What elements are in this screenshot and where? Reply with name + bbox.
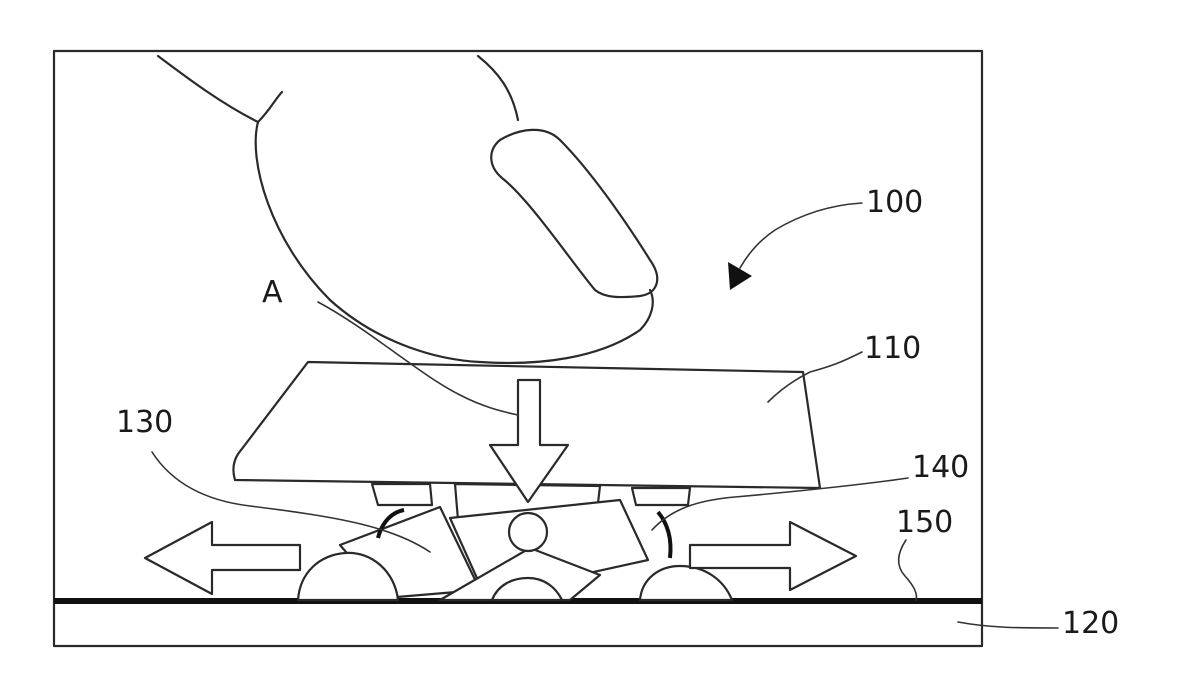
keycap-leader-line [767,351,863,403]
left-movement-arrow [143,520,302,596]
label-a: A [262,275,283,310]
base-leader-line [957,621,1059,629]
label-150: 150 [896,505,953,540]
press-arrow [488,378,570,504]
figure-frame [52,49,984,648]
point-a-leader-line [317,301,519,416]
finger [156,54,659,365]
right-movement-arrow [688,520,858,592]
membrane-leader-line [897,539,918,601]
spring-leader-line [651,477,909,531]
assembly-leader-line [739,202,863,269]
label-110: 110 [864,331,921,366]
label-100: 100 [866,185,923,220]
label-130: 130 [116,405,173,440]
scissor-leader-line [151,451,431,553]
base-plate [56,602,980,644]
scissor-mechanism [296,482,734,602]
assembly-arrowhead [728,262,752,290]
label-120: 120 [1062,606,1119,641]
label-140: 140 [912,450,969,485]
